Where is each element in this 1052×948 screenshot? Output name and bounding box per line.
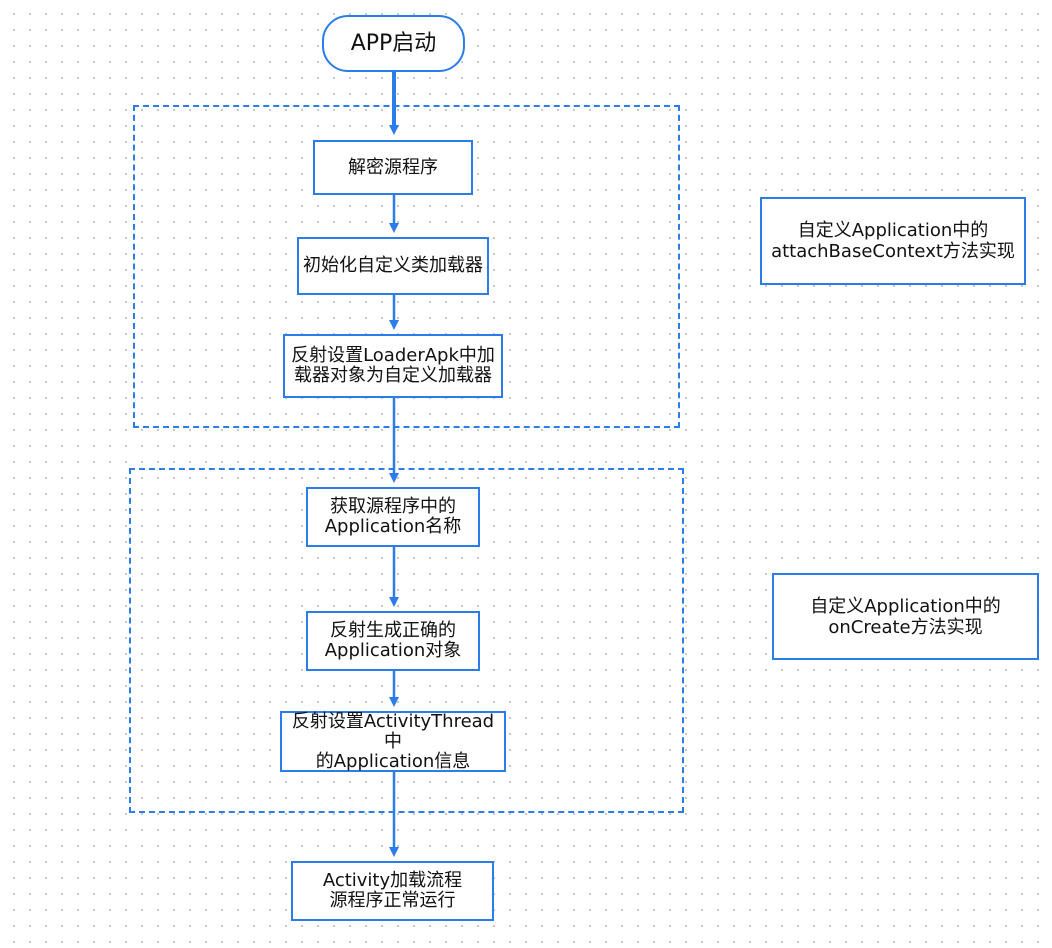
end-node-label: Activity加载流程 源程序正常运行	[322, 870, 463, 911]
end-node[interactable]: Activity加载流程 源程序正常运行	[291, 861, 494, 921]
init-loader-node[interactable]: 初始化自定义类加载器	[297, 237, 489, 295]
reflect-set-node-label: 反射设置ActivityThread中 的Application信息	[291, 710, 495, 772]
on-create-group	[129, 468, 684, 813]
reflect-create-node-label: 反射生成正确的 Application对象	[324, 620, 462, 661]
decrypt-node[interactable]: 解密源程序	[313, 140, 473, 195]
attach-base-context-note-label: 自定义Application中的 attachBaseContext方法实现	[771, 220, 1015, 262]
reflect-create-node[interactable]: 反射生成正确的 Application对象	[306, 611, 480, 671]
attach-base-context-group	[133, 105, 680, 428]
get-app-name-node-label: 获取源程序中的 Application名称	[324, 496, 462, 537]
start-node-label: APP启动	[350, 30, 437, 56]
reflect-set-node[interactable]: 反射设置ActivityThread中 的Application信息	[280, 711, 506, 772]
start-node[interactable]: APP启动	[322, 15, 465, 72]
reflect-loader-node[interactable]: 反射设置LoaderApk中加 载器对象为自定义加载器	[283, 334, 503, 398]
decrypt-node-label: 解密源程序	[348, 156, 438, 178]
on-create-note-label: 自定义Application中的 onCreate方法实现	[810, 595, 1001, 638]
reflect-loader-node-label: 反射设置LoaderApk中加 载器对象为自定义加载器	[291, 345, 495, 386]
attach-base-context-note: 自定义Application中的 attachBaseContext方法实现	[760, 197, 1026, 285]
on-create-note: 自定义Application中的 onCreate方法实现	[772, 573, 1039, 660]
get-app-name-node[interactable]: 获取源程序中的 Application名称	[306, 487, 480, 547]
init-loader-node-label: 初始化自定义类加载器	[303, 255, 483, 276]
